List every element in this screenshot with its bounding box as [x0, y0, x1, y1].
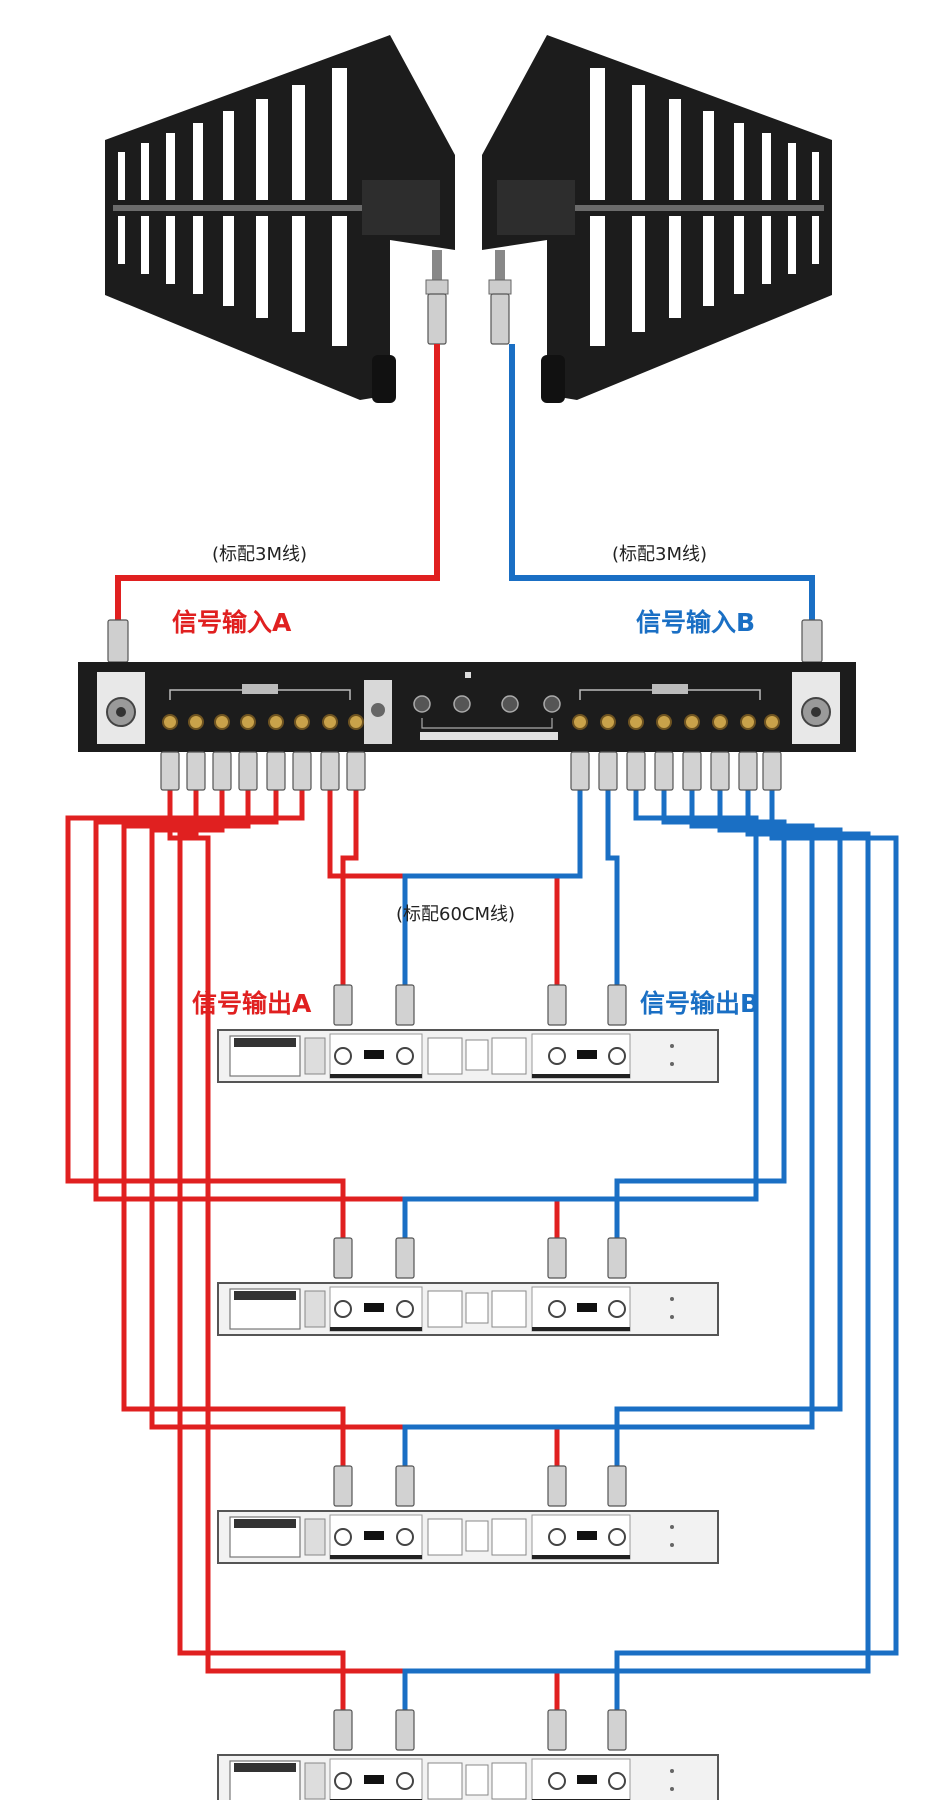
cable-a [327, 790, 560, 995]
cable-b [402, 790, 871, 1720]
bnc-connector-icon [346, 751, 366, 791]
bnc-connector-icon [333, 1709, 353, 1751]
bnc-connector-icon [654, 751, 674, 791]
distributor-icon [78, 662, 856, 752]
bnc-connector-icon [333, 1465, 353, 1507]
cable-b [605, 790, 620, 995]
distributor-port-icon [740, 714, 756, 730]
distributor-port-icon [600, 714, 616, 730]
cable-b [402, 790, 583, 995]
cable-a [149, 790, 560, 1476]
cable-3m-label-left: (标配3M线) [212, 544, 308, 565]
input-cable-a [115, 344, 440, 620]
distributor-port-icon [294, 714, 310, 730]
distributor-port-icon [572, 714, 588, 730]
cable-a [167, 790, 560, 1720]
receiver-icon [217, 1510, 719, 1564]
bnc-connector-icon [186, 751, 206, 791]
output-cables [65, 790, 899, 1720]
distributor-port-icon [268, 714, 284, 730]
input-b-label: 信号输入B [636, 608, 756, 637]
distributor-port-icon [240, 714, 256, 730]
bnc-connector-icon [682, 751, 702, 791]
cable-b [614, 790, 787, 1248]
receivers [217, 1029, 719, 1804]
distributor-port-icon [162, 714, 178, 730]
distributor-port-icon [322, 714, 338, 730]
distributor-port-icon [188, 714, 204, 730]
bnc-connector-icon [738, 751, 758, 791]
bnc-connector-icon [547, 1237, 567, 1279]
bnc-connector-icon [607, 1465, 627, 1507]
bnc-connector-icon [395, 1237, 415, 1279]
bnc-connector-icon [710, 751, 730, 791]
bnc-connector-icon [320, 751, 340, 791]
input-cable-b [509, 344, 815, 620]
cable-a [340, 790, 359, 995]
bnc-connector-icon [547, 984, 567, 1026]
cable-a [65, 790, 346, 1248]
distributor-port-icon [214, 714, 230, 730]
bnc-connector-icon [395, 1709, 415, 1751]
cable-3m-label-right: (标配3M线) [612, 544, 708, 565]
receiver-icon [217, 1282, 719, 1336]
output-a-label: 信号输出A [192, 989, 312, 1018]
bnc-connector-icon [266, 751, 286, 791]
cable-b [402, 790, 759, 1248]
distributor-output-ports [162, 714, 780, 730]
bnc-connector-icon [607, 1709, 627, 1751]
distributor-port-icon [628, 714, 644, 730]
bnc-connector-icon [160, 751, 180, 791]
bnc-connector-icon [626, 751, 646, 791]
receiver-icon [217, 1029, 719, 1083]
distributor-port-icon [656, 714, 672, 730]
bnc-connector-icon [212, 751, 232, 791]
antenna-a-icon [105, 35, 455, 403]
bnc-connector-icon [395, 1465, 415, 1507]
bnc-connector-icon [607, 984, 627, 1026]
antenna-b-icon [482, 35, 832, 403]
cable-60cm-label: (标配60CM线) [396, 904, 516, 925]
cable-b [614, 790, 899, 1720]
bnc-connector-icon [547, 1465, 567, 1507]
bnc-connector-icon [292, 751, 312, 791]
bnc-connector-icon [598, 751, 618, 791]
bnc-connector-icon [238, 751, 258, 791]
cable-b [402, 790, 815, 1476]
cable-a [93, 790, 560, 1248]
bnc-connector-icon [570, 751, 590, 791]
bnc-connector-icon [762, 751, 782, 791]
bnc-connector-icon [333, 984, 353, 1026]
cable-a [177, 790, 346, 1720]
receiver-icon [217, 1754, 719, 1804]
input-a-label: 信号输入A [172, 608, 292, 637]
bnc-connector-icon [395, 984, 415, 1026]
distributor-port-icon [348, 714, 364, 730]
cable-b [614, 790, 843, 1476]
bnc-connector-icon [333, 1237, 353, 1279]
output-b-label: 信号输出B [640, 989, 760, 1018]
cable-a [121, 790, 346, 1476]
distributor-port-icon [764, 714, 780, 730]
distributor-port-icon [684, 714, 700, 730]
bnc-connector-icon [547, 1709, 567, 1751]
bnc-connector-icon [607, 1237, 627, 1279]
bnc-connectors [160, 751, 782, 1751]
distributor-port-icon [712, 714, 728, 730]
